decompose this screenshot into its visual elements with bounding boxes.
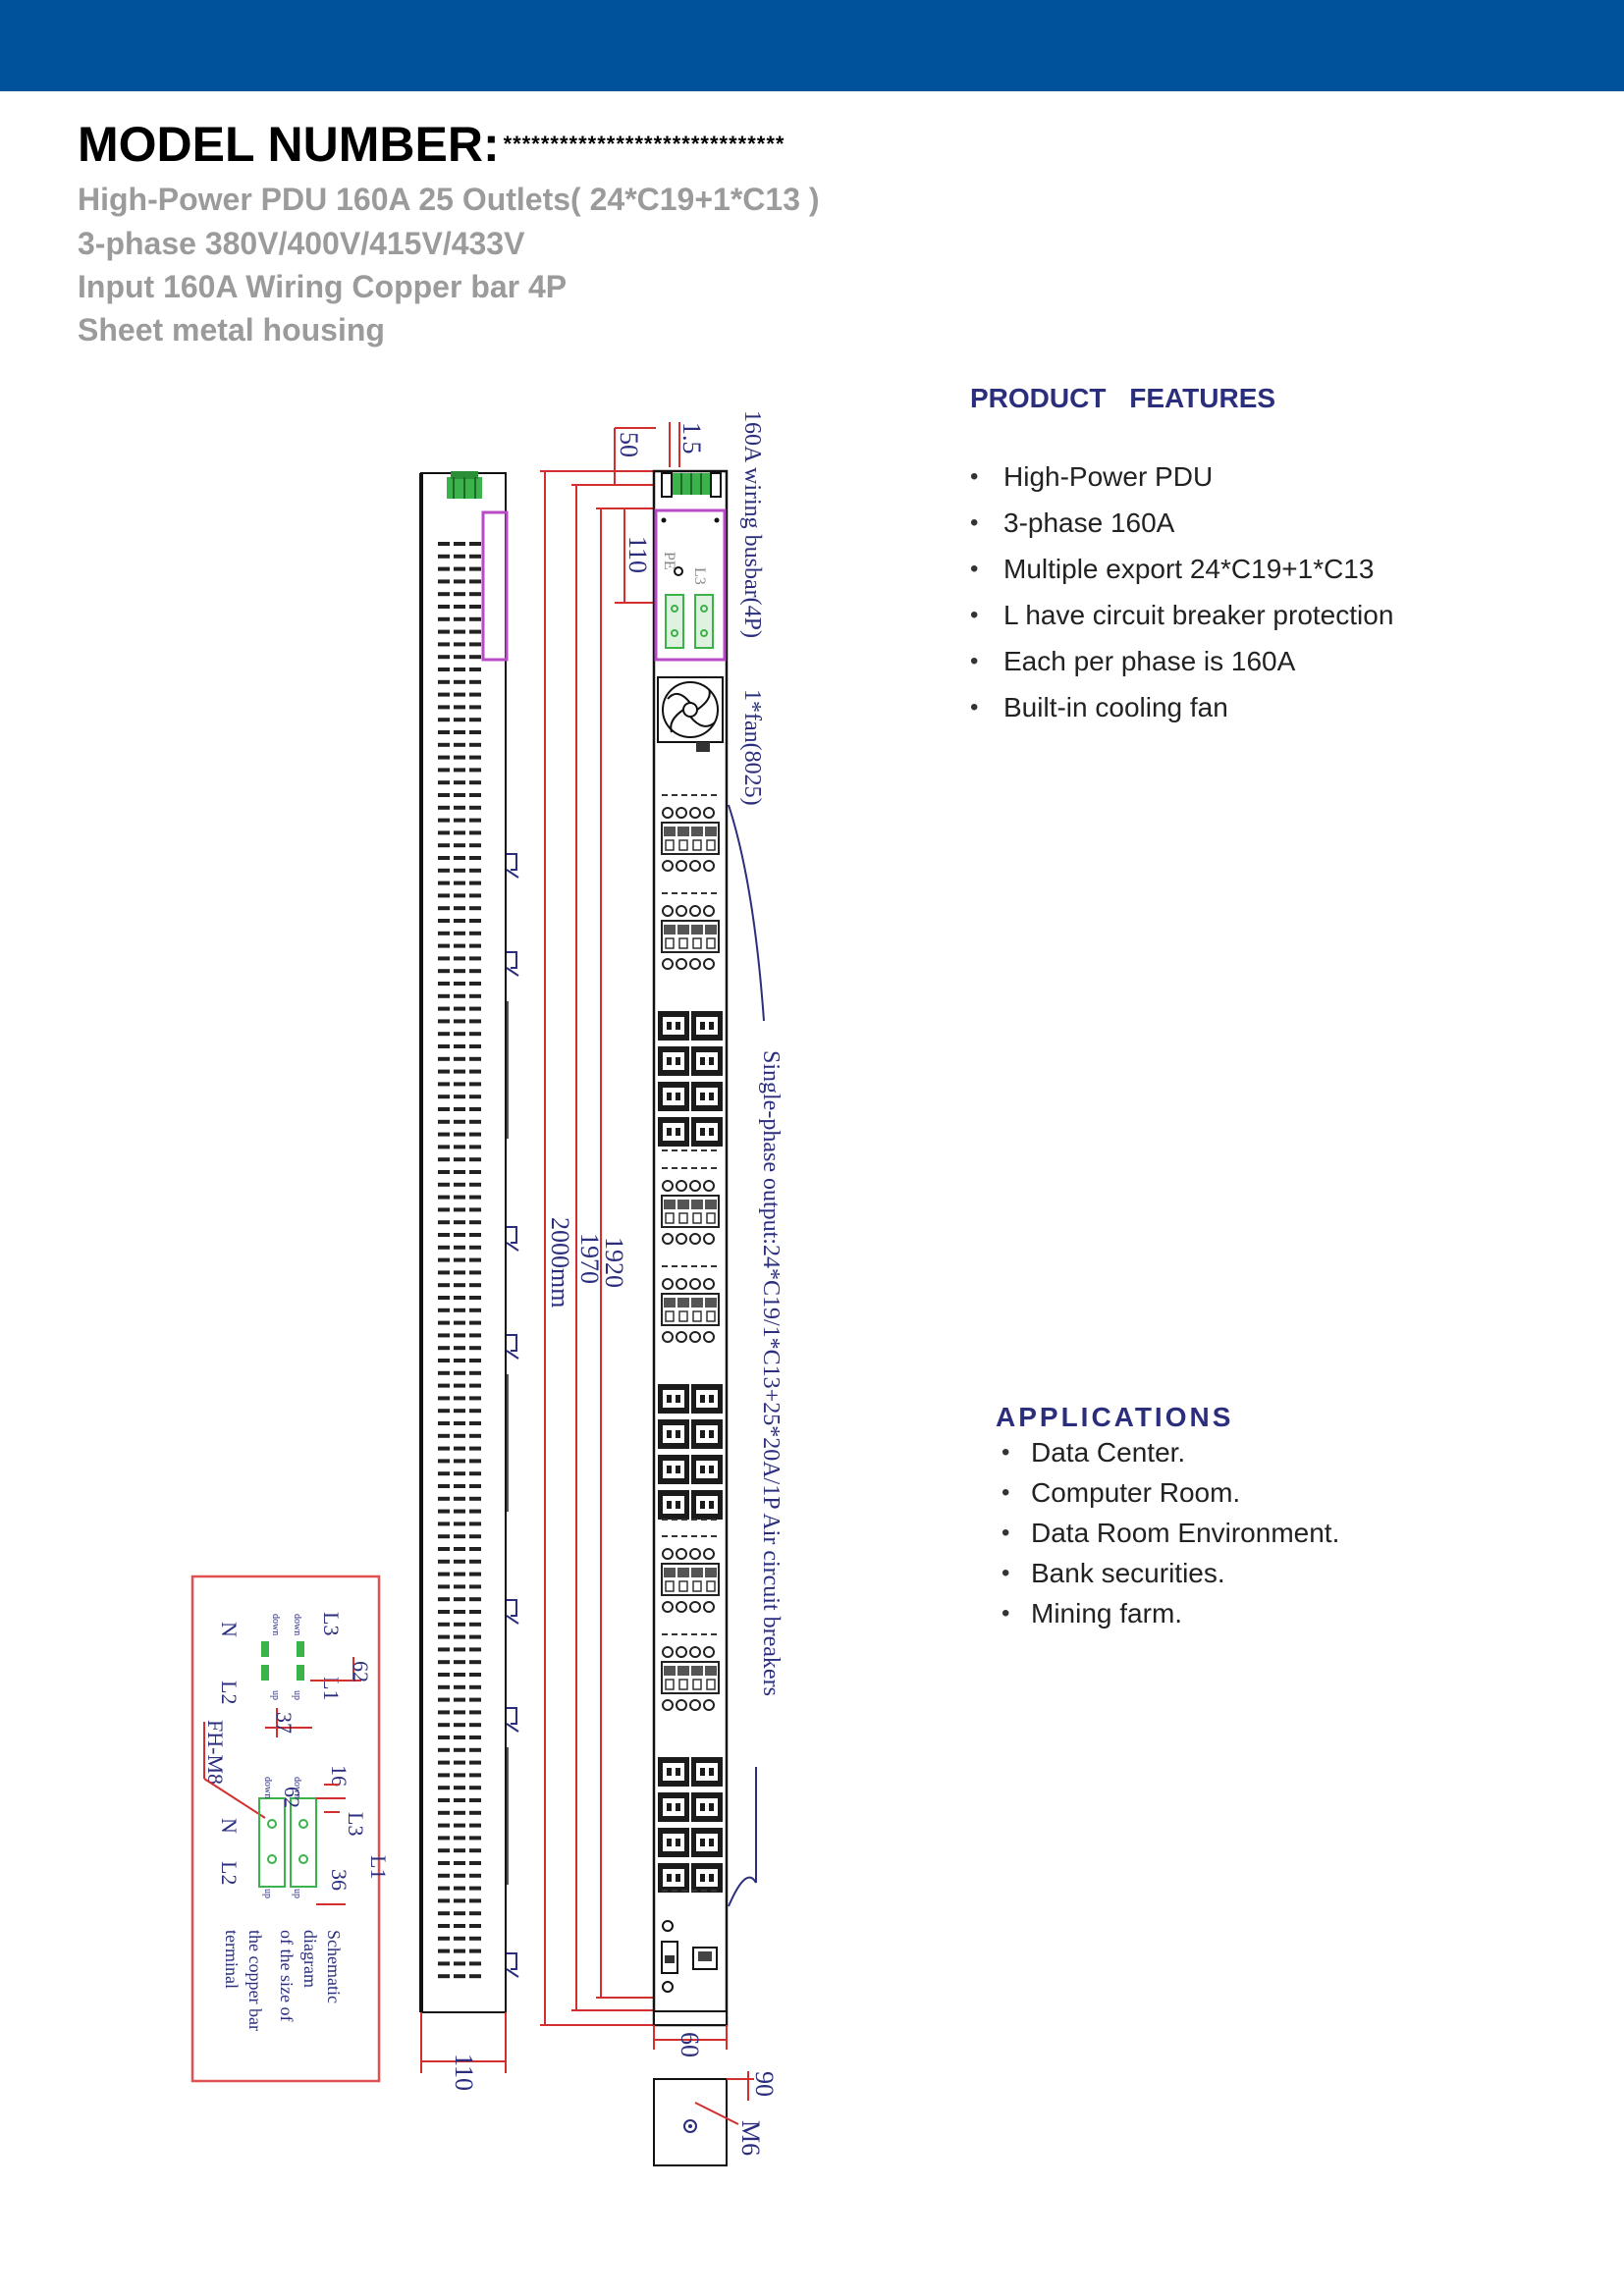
copper-bar-schematic: L3 L1 N L2 down up down up 62 37 FH-M8 6…: [190, 1575, 391, 2083]
dim-60-label: 60: [676, 2032, 704, 2057]
product-features-title: PRODUCT FEATURES: [970, 383, 1276, 413]
ventilation-slots: [438, 542, 481, 1979]
dim-1970-label: 1970: [575, 1233, 604, 1284]
dim-1-5-label: 1.5: [677, 422, 706, 454]
schem-l3: L3: [319, 1612, 344, 1635]
schem-up4: up: [262, 1889, 273, 1898]
feature-item: Built-in cooling fan: [970, 688, 1393, 734]
green-gland-side: [447, 471, 482, 499]
schem-d36: 36: [327, 1869, 352, 1891]
schem-fh-m8: FH-M8: [203, 1720, 228, 1785]
pdu-front-view: PE L3: [652, 469, 729, 2027]
dim-2000-label: 2000mm: [546, 1217, 574, 1308]
schem-down1: down: [292, 1614, 302, 1635]
schem-caption-1: Schematic: [324, 1930, 344, 2003]
busbar-annotation: 160A wiring busbar(4P): [739, 410, 765, 638]
dim-1920-label: 1920: [600, 1237, 628, 1288]
dim-110-bottom: 110: [420, 2012, 507, 2091]
dim-110-top-label: 110: [623, 536, 652, 573]
application-item: Bank securities.: [1001, 1556, 1339, 1596]
spec-line-3: Input 160A Wiring Copper bar 4P: [78, 269, 568, 304]
application-item: Mining farm.: [1001, 1596, 1339, 1636]
schem-l3b: L3: [344, 1812, 368, 1836]
schem-caption-4: the copper bar: [245, 1930, 265, 2031]
feature-item: Multiple export 24*C19+1*C13: [970, 550, 1393, 596]
schem-n: N: [217, 1622, 242, 1637]
schem-caption-3: of the size of: [277, 1930, 297, 2021]
busbar-box: [654, 508, 727, 662]
spec-line-4: Sheet metal housing: [78, 312, 385, 347]
output-leader-top: [728, 804, 765, 1022]
schem-up1: up: [292, 1690, 302, 1700]
output-leader-bottom: [728, 1876, 757, 1907]
model-number-heading: MODEL NUMBER:***************************…: [78, 116, 785, 173]
pe-label: PE: [661, 552, 677, 570]
schem-up3: up: [292, 1889, 302, 1898]
header-band: [0, 0, 1624, 91]
application-item: Computer Room.: [1001, 1475, 1339, 1516]
schem-down4: down: [262, 1777, 273, 1798]
model-number-label: MODEL NUMBER:: [78, 117, 500, 172]
spec-line-1: High-Power PDU 160A 25 Outlets( 24*C19+1…: [78, 182, 820, 217]
mounting-brackets: [506, 853, 519, 1978]
height-dimensions: [540, 422, 680, 2026]
application-item: Data Center.: [1001, 1435, 1339, 1475]
schem-caption-2: diagram: [300, 1930, 320, 1988]
pdu-side-view: [419, 471, 519, 2013]
schem-d62: 62: [349, 1661, 373, 1682]
schem-down3: down: [292, 1777, 302, 1798]
application-item: Data Room Environment.: [1001, 1516, 1339, 1556]
feature-item: Each per phase is 160A: [970, 642, 1393, 688]
dim-110-bottom-label: 110: [450, 2054, 478, 2091]
schem-caption-5: terminal: [222, 1930, 242, 1989]
schem-down2: down: [270, 1614, 281, 1635]
feature-item: 3-phase 160A: [970, 504, 1393, 550]
feature-item: L have circuit breaker protection: [970, 596, 1393, 642]
spec-line-2: 3-phase 380V/400V/415V/433V: [78, 226, 525, 261]
pdu-bottom-view: 60 90 M6: [653, 2010, 779, 2166]
fan-icon: [657, 676, 724, 752]
side-busbar-cover: [481, 510, 509, 662]
outlet-groups: [658, 794, 723, 1893]
fan-annotation: 1*fan(8025): [739, 689, 765, 806]
schem-l1b: L1: [366, 1855, 391, 1879]
dim-90-label: 90: [750, 2071, 779, 2097]
feature-item: High-Power PDU: [970, 457, 1393, 504]
dim-50-label: 50: [615, 432, 643, 457]
dim-m6-label: M6: [736, 2120, 765, 2156]
busbar-l3-label: L3: [691, 567, 708, 585]
output-annotation: Single-phase output:24*C19/1*C13+25*20A/…: [758, 1050, 784, 1696]
model-number-value: ******************************: [503, 132, 785, 156]
schem-up2: up: [270, 1690, 281, 1700]
applications-title: APPLICATIONS: [996, 1402, 1234, 1432]
product-features-list: High-Power PDU 3-phase 160A Multiple exp…: [970, 457, 1393, 734]
schem-nb: N: [217, 1818, 242, 1834]
schem-d62b: 62: [280, 1787, 304, 1808]
applications-list: Data Center. Computer Room. Data Room En…: [1001, 1435, 1339, 1636]
schem-d37: 37: [272, 1712, 297, 1734]
schem-l2: L2: [217, 1681, 242, 1704]
schem-l2b: L2: [217, 1861, 242, 1885]
schem-d16: 16: [327, 1765, 352, 1787]
